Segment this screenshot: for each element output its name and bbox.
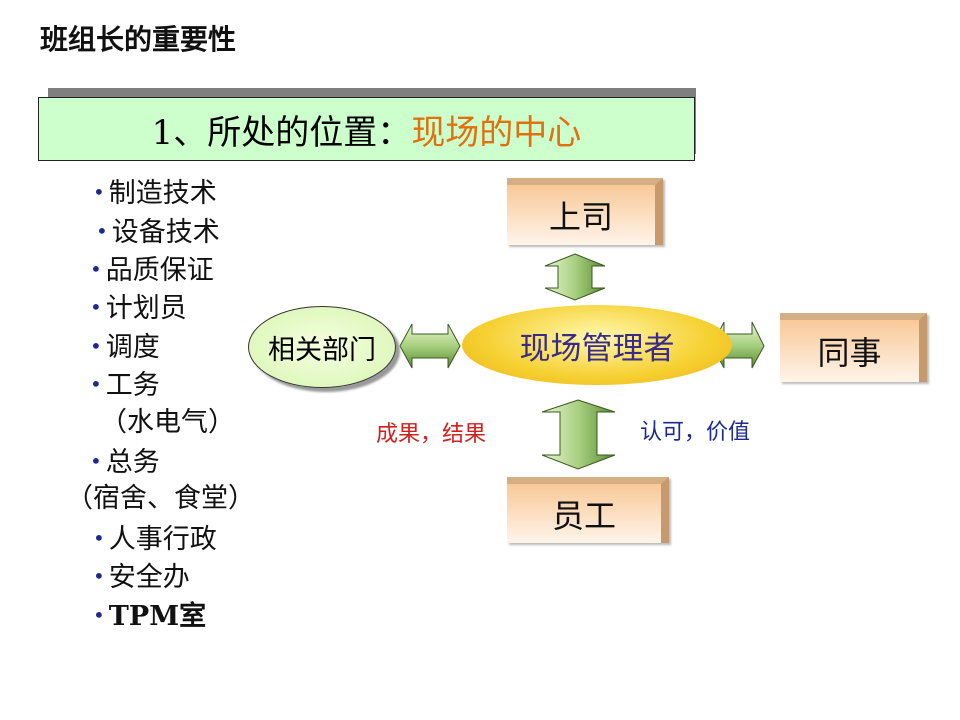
department-label: TPM室: [108, 601, 207, 632]
department-label: 制造技术: [108, 178, 217, 209]
department-item: •计划员: [90, 291, 187, 325]
department-item: •总务: [90, 445, 160, 479]
department-item: （宿舍、食堂）: [66, 483, 255, 515]
department-label: 总务: [105, 447, 160, 478]
department-label: 设备技术: [111, 217, 220, 248]
related-departments-ellipse: 相关部门: [248, 306, 396, 388]
bullet-icon: •: [96, 219, 108, 243]
department-item: •安全办: [93, 560, 190, 594]
department-label: （宿舍、食堂）: [66, 483, 255, 514]
arrow-bottom-double: [541, 399, 616, 470]
department-label: 人事行政: [108, 524, 217, 555]
label-results: 成果，结果: [376, 422, 487, 447]
bullet-icon: •: [90, 257, 102, 281]
department-item: •工务: [90, 368, 160, 402]
department-item: •人事行政: [93, 522, 217, 556]
section-banner: 1、所处的位置：现场的中心: [38, 97, 695, 161]
bullet-icon: •: [90, 295, 102, 319]
slide-heading: 班组长的重要性: [40, 23, 237, 56]
bullet-icon: •: [93, 564, 105, 588]
label-recognition: 认可，价值: [640, 420, 751, 445]
bullet-icon: •: [93, 603, 105, 627]
department-label: 安全办: [108, 562, 190, 593]
box-superior: 上司: [507, 178, 663, 245]
department-item: （水电气）: [100, 407, 235, 439]
department-item: •品质保证: [90, 253, 214, 287]
bullet-icon: •: [90, 449, 102, 473]
arrow-top-double: [544, 253, 606, 301]
department-label: 品质保证: [105, 255, 214, 286]
bullet-icon: •: [90, 372, 102, 396]
bullet-icon: •: [90, 334, 102, 358]
site-manager-ellipse: 现场管理者: [462, 305, 732, 385]
box-employee: 员工: [507, 477, 669, 543]
department-label: 调度: [105, 332, 160, 363]
bullet-icon: •: [93, 180, 105, 204]
department-item: •设备技术: [96, 215, 220, 249]
banner-prefix: 1、所处的位置：: [151, 112, 412, 153]
department-item: •调度: [90, 330, 160, 364]
department-label: 计划员: [105, 293, 187, 324]
bullet-icon: •: [93, 526, 105, 550]
arrow-left-double: [399, 323, 461, 369]
department-item: •制造技术: [93, 176, 217, 210]
department-label: （水电气）: [100, 407, 235, 438]
box-colleague: 同事: [780, 313, 927, 382]
banner-highlight: 现场的中心: [411, 112, 582, 153]
department-label: 工务: [105, 370, 160, 401]
department-item: •TPM室: [93, 599, 206, 633]
